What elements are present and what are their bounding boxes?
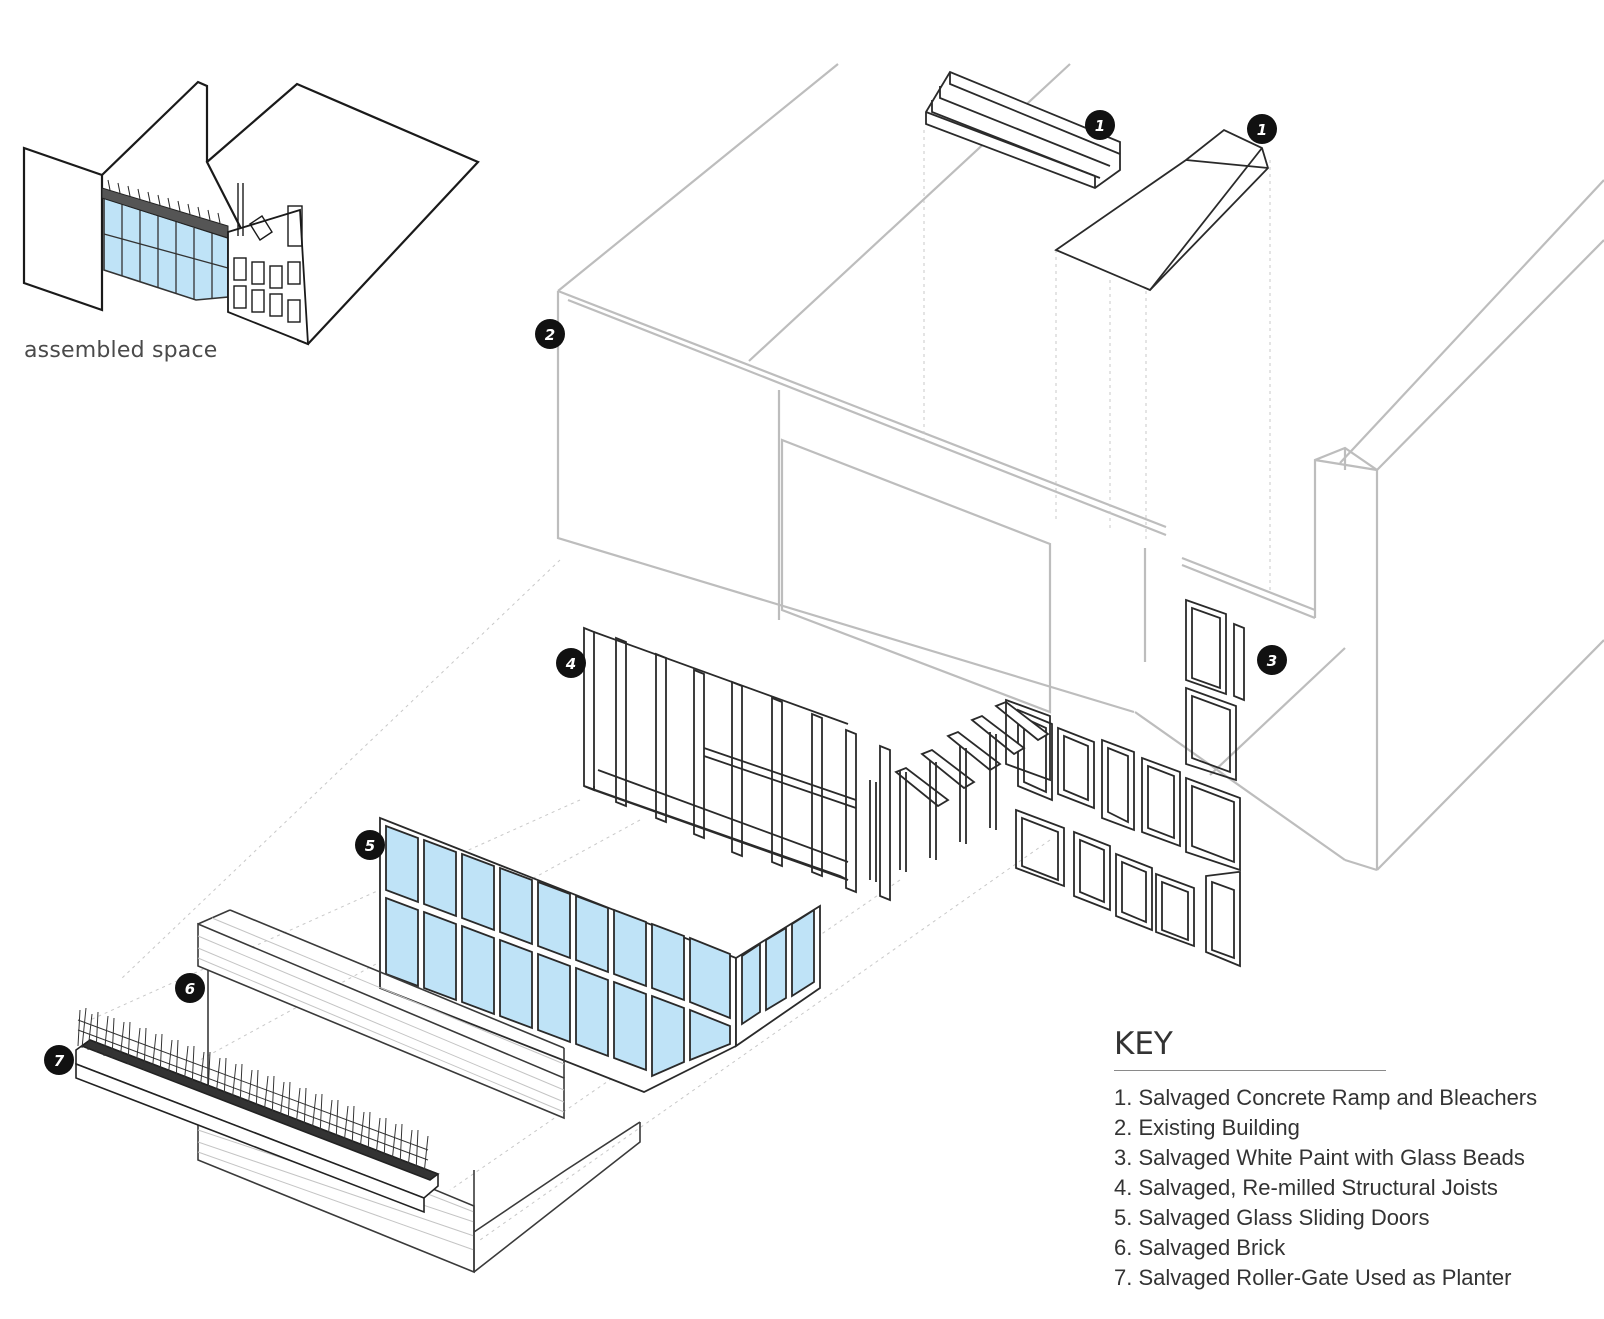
existing-building	[556, 63, 1604, 872]
svg-text:2: 2	[545, 326, 555, 344]
assembled-space-thumbnail	[22, 80, 480, 346]
key-list: 1. Salvaged Concrete Ramp and Bleachers …	[1114, 1083, 1584, 1293]
marker-badges: 1 1 2 3 4 5 6 7	[44, 110, 1287, 1075]
assembled-space-caption: assembled space	[24, 338, 218, 363]
marker-1-bleachers: 1	[1085, 110, 1115, 140]
key-item: 7. Salvaged Roller-Gate Used as Planter	[1114, 1265, 1512, 1290]
marker-5-glass-doors: 5	[355, 830, 385, 860]
concrete-bleachers	[925, 70, 1121, 190]
key-item: 4. Salvaged, Re-milled Structural Joists	[1114, 1175, 1498, 1200]
marker-1-ramp: 1	[1247, 114, 1277, 144]
structural-joists	[583, 626, 1051, 902]
svg-text:6: 6	[185, 980, 195, 998]
svg-text:5: 5	[365, 837, 375, 855]
roller-gate-planter	[75, 1007, 440, 1214]
glass-sliding-doors	[379, 816, 821, 1093]
key-item: 1. Salvaged Concrete Ramp and Bleachers	[1114, 1085, 1538, 1110]
svg-text:1: 1	[1095, 117, 1105, 135]
marker-2-existing-building: 2	[535, 319, 565, 349]
key-item: 2. Existing Building	[1114, 1115, 1300, 1140]
svg-text:1: 1	[1257, 121, 1267, 139]
marker-3-white-paint: 3	[1257, 645, 1287, 675]
white-paint-panels	[1015, 598, 1245, 968]
key-divider	[1114, 1070, 1386, 1071]
concrete-ramp	[1054, 128, 1270, 292]
svg-text:3: 3	[1267, 652, 1277, 670]
key-title: KEY	[1114, 1026, 1173, 1062]
svg-text:4: 4	[565, 655, 576, 673]
marker-4-structural-joists: 4	[556, 648, 586, 678]
svg-text:7: 7	[54, 1052, 65, 1070]
key-item: 6. Salvaged Brick	[1114, 1235, 1286, 1260]
marker-6-brick: 6	[175, 973, 205, 1003]
key-legend: KEY 1. Salvaged Concrete Ramp and Bleach…	[1114, 1026, 1584, 1293]
key-item: 5. Salvaged Glass Sliding Doors	[1114, 1205, 1430, 1230]
marker-7-planter: 7	[44, 1045, 74, 1075]
key-item: 3. Salvaged White Paint with Glass Beads	[1114, 1145, 1525, 1170]
